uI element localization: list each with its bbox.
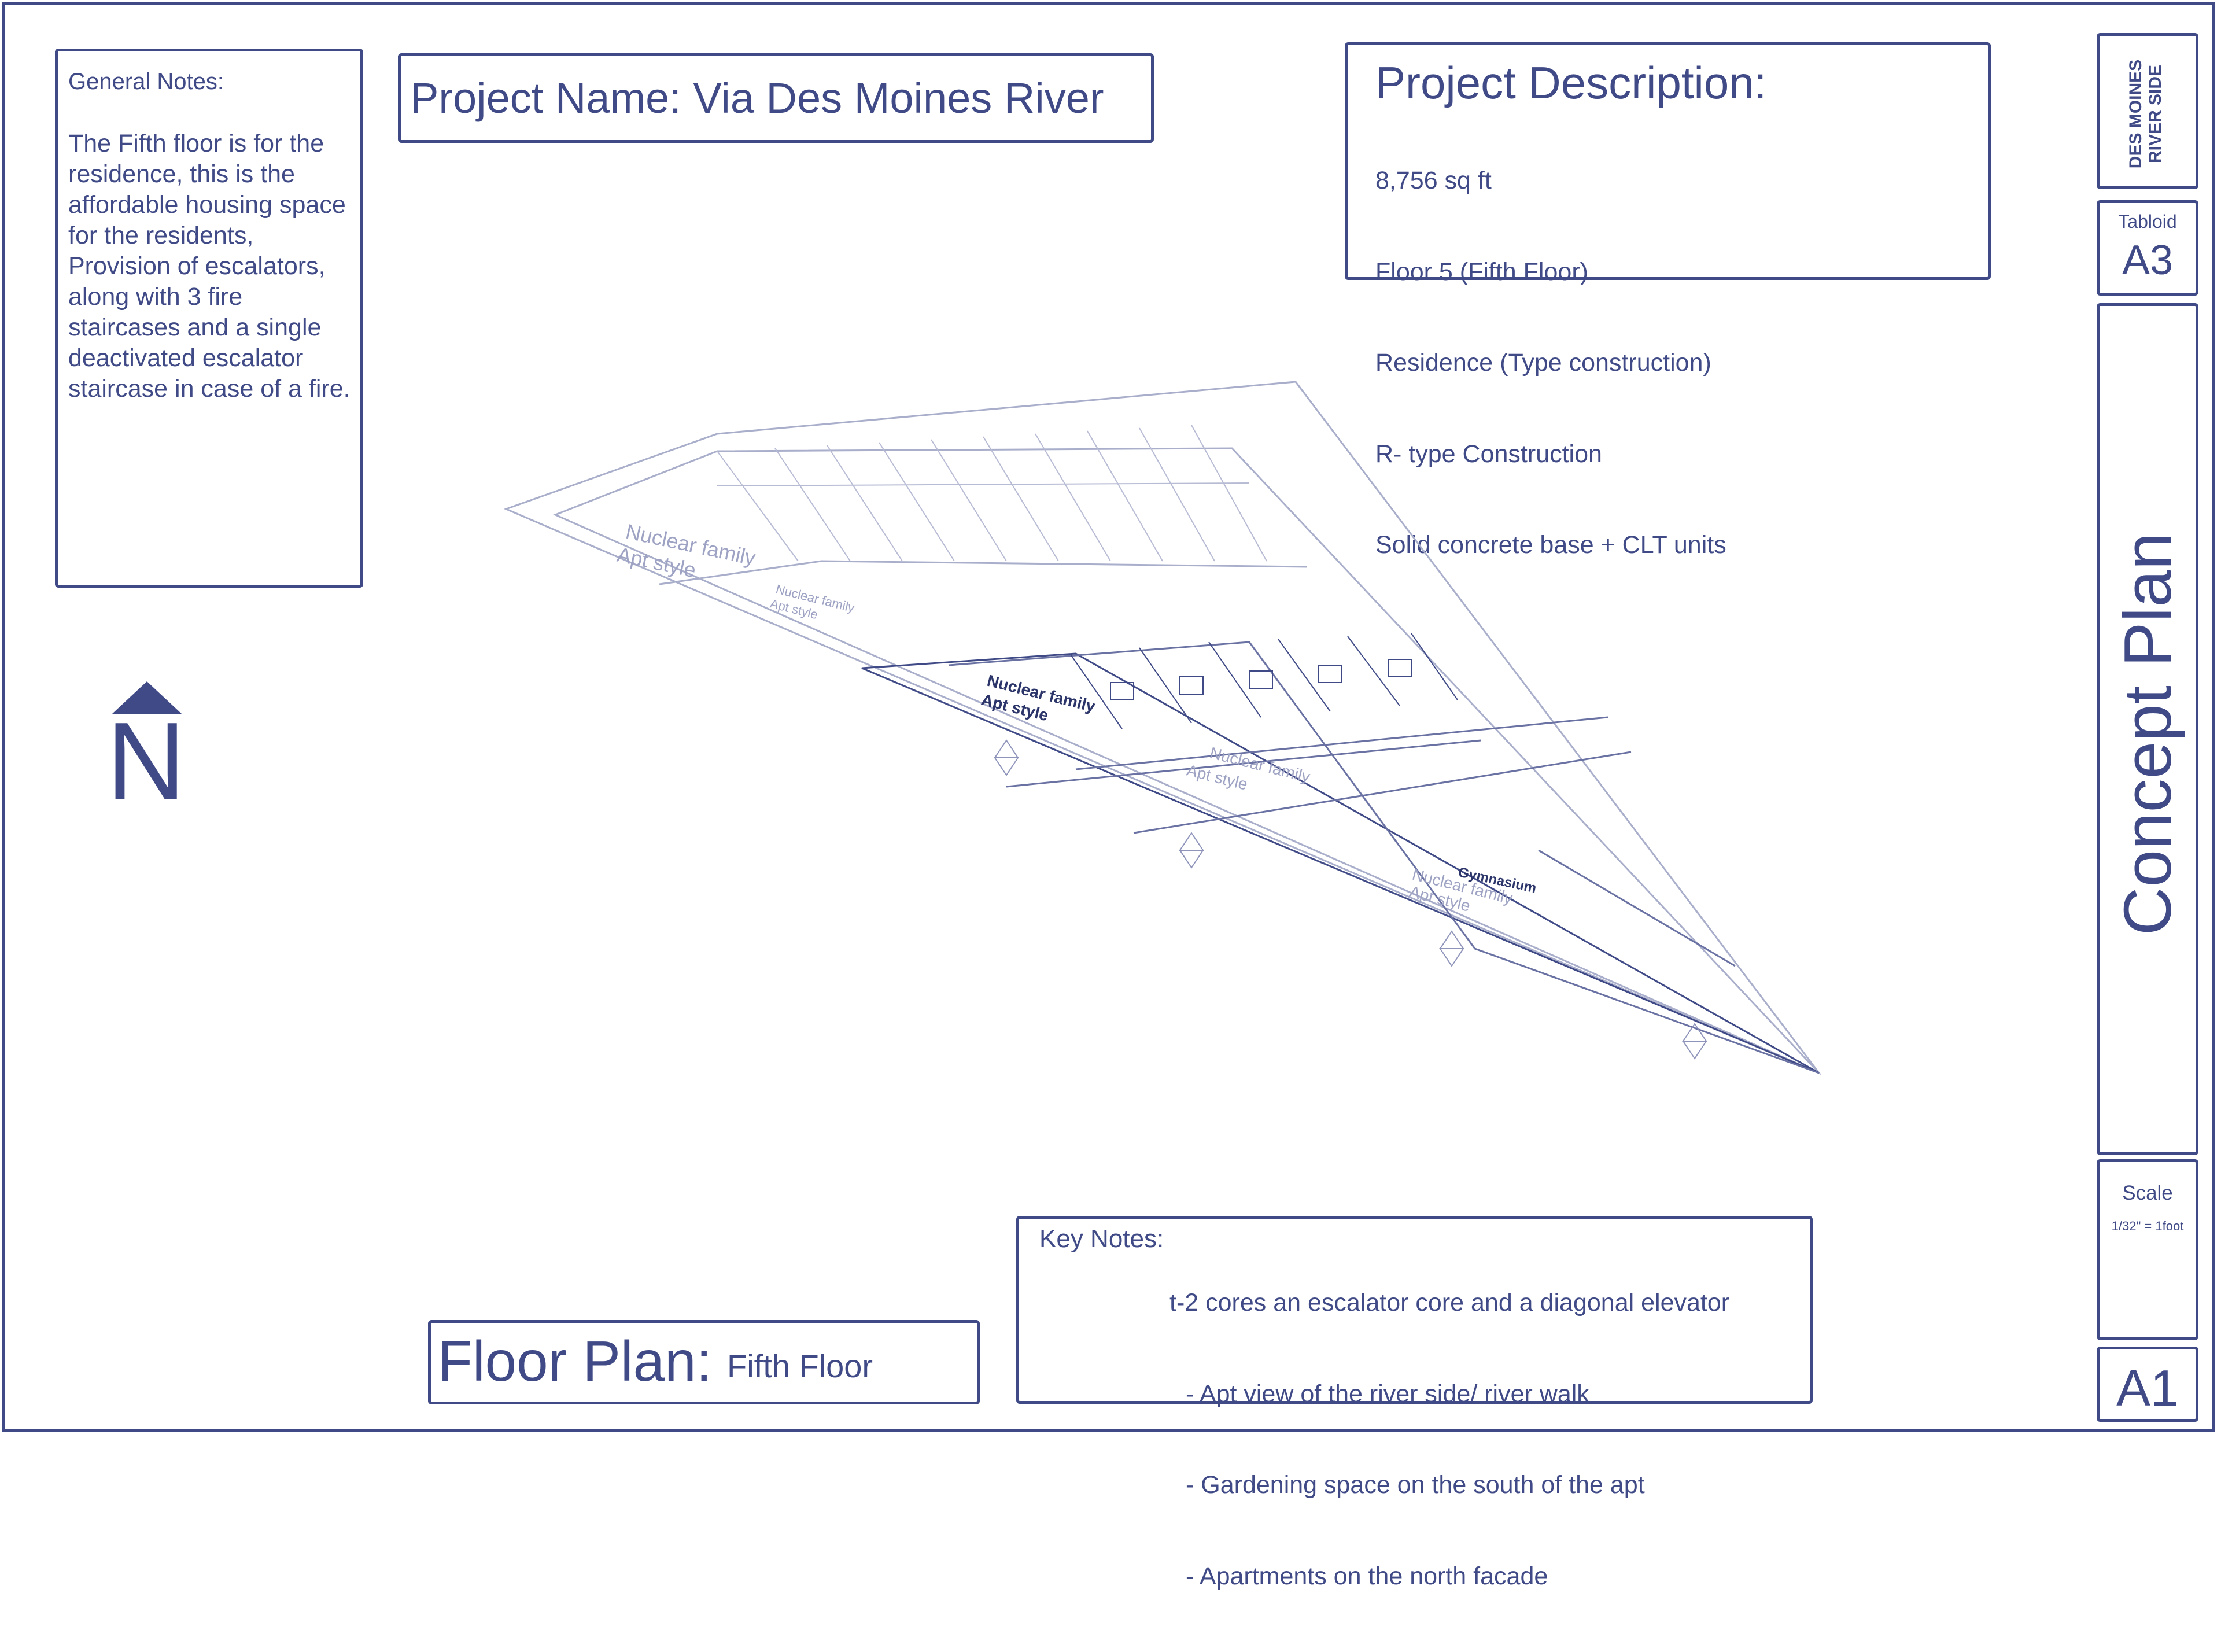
title-block-sheet-title: Concept Plan [2097,303,2198,1155]
scale-label: Scale [2122,1182,2173,1204]
floor-plan-drawing: Nuclear family Apt style Nuclear family … [503,381,1822,1075]
description-line: Residence (Type construction) [1375,349,1711,377]
floor-plan-box: Floor Plan: Fifth Floor [428,1320,980,1404]
lower-apartment-grid [1069,633,1458,729]
project-name-box: Project Name: Via Des Moines River [398,53,1154,143]
paper-size: A3 [2122,237,2174,283]
key-notes-lines: t-2 cores an escalator core and a diagon… [1169,1227,1729,1652]
title-block-scale: Scale 1/32" = 1foot [2097,1159,2198,1340]
sheet-number: A1 [2116,1359,2179,1417]
general-notes-heading: General Notes: [68,69,224,94]
project-description-title: Project Description: [1375,57,1767,108]
key-notes-box: Key Notes: t-2 cores an escalator core a… [1016,1216,1813,1590]
title-block-sheet-number: A1 [2097,1347,2198,1422]
key-note-line: - Apartments on the north facade [1186,1562,1548,1590]
north-label: N [106,700,186,823]
scale-value: 1/32" = 1foot [2111,1219,2184,1233]
north-arrow-icon [112,681,182,714]
structural-supports [994,739,1707,1060]
description-line: Floor 5 (Fifth Floor) [1375,257,1588,286]
project-description-box: Project Description: 8,756 sq ft Floor 5… [1345,42,1991,559]
project-description-lines: 8,756 sq ft Floor 5 (Fifth Floor) Reside… [1375,105,1726,621]
upper-wing-outline [503,381,1822,1075]
general-notes-box: General Notes: The Fifth floor is for th… [55,49,363,588]
key-note-line: t-2 cores an escalator core and a diagon… [1169,1289,1730,1317]
key-notes-label: Key Notes: [1039,1225,1164,1253]
general-notes-body: The Fifth floor is for the residence, th… [68,130,351,403]
title-block-location: DES MOINES RIVER SIDE [2097,33,2198,189]
north-indicator: N [104,681,191,819]
sheet-border [2,2,2215,1432]
lower-wing-outline [861,641,1820,1074]
location-label: DES MOINES RIVER SIDE [2126,59,2165,169]
key-note-line: - Apt view of the river side/ river walk [1186,1380,1589,1408]
project-name: Project Name: Via Des Moines River [410,74,1104,122]
description-line: R- type Construction [1375,440,1602,468]
description-line: Solid concrete base + CLT units [1375,531,1726,559]
upper-apartment-grid [717,425,1267,562]
key-note-line: - Gardening space on the south of the ap… [1186,1471,1645,1499]
paper-label: Tabloid [2118,211,2177,232]
sheet-title: Concept Plan [2110,532,2185,936]
plan-labels: Nuclear family Apt style Nuclear family … [615,519,1537,915]
title-block-paper: Tabloid A3 [2097,200,2198,296]
floor-plan-value: Fifth Floor [727,1348,873,1384]
description-line: 8,756 sq ft [1375,167,1492,194]
floor-plan-label: Floor Plan: [438,1329,712,1393]
